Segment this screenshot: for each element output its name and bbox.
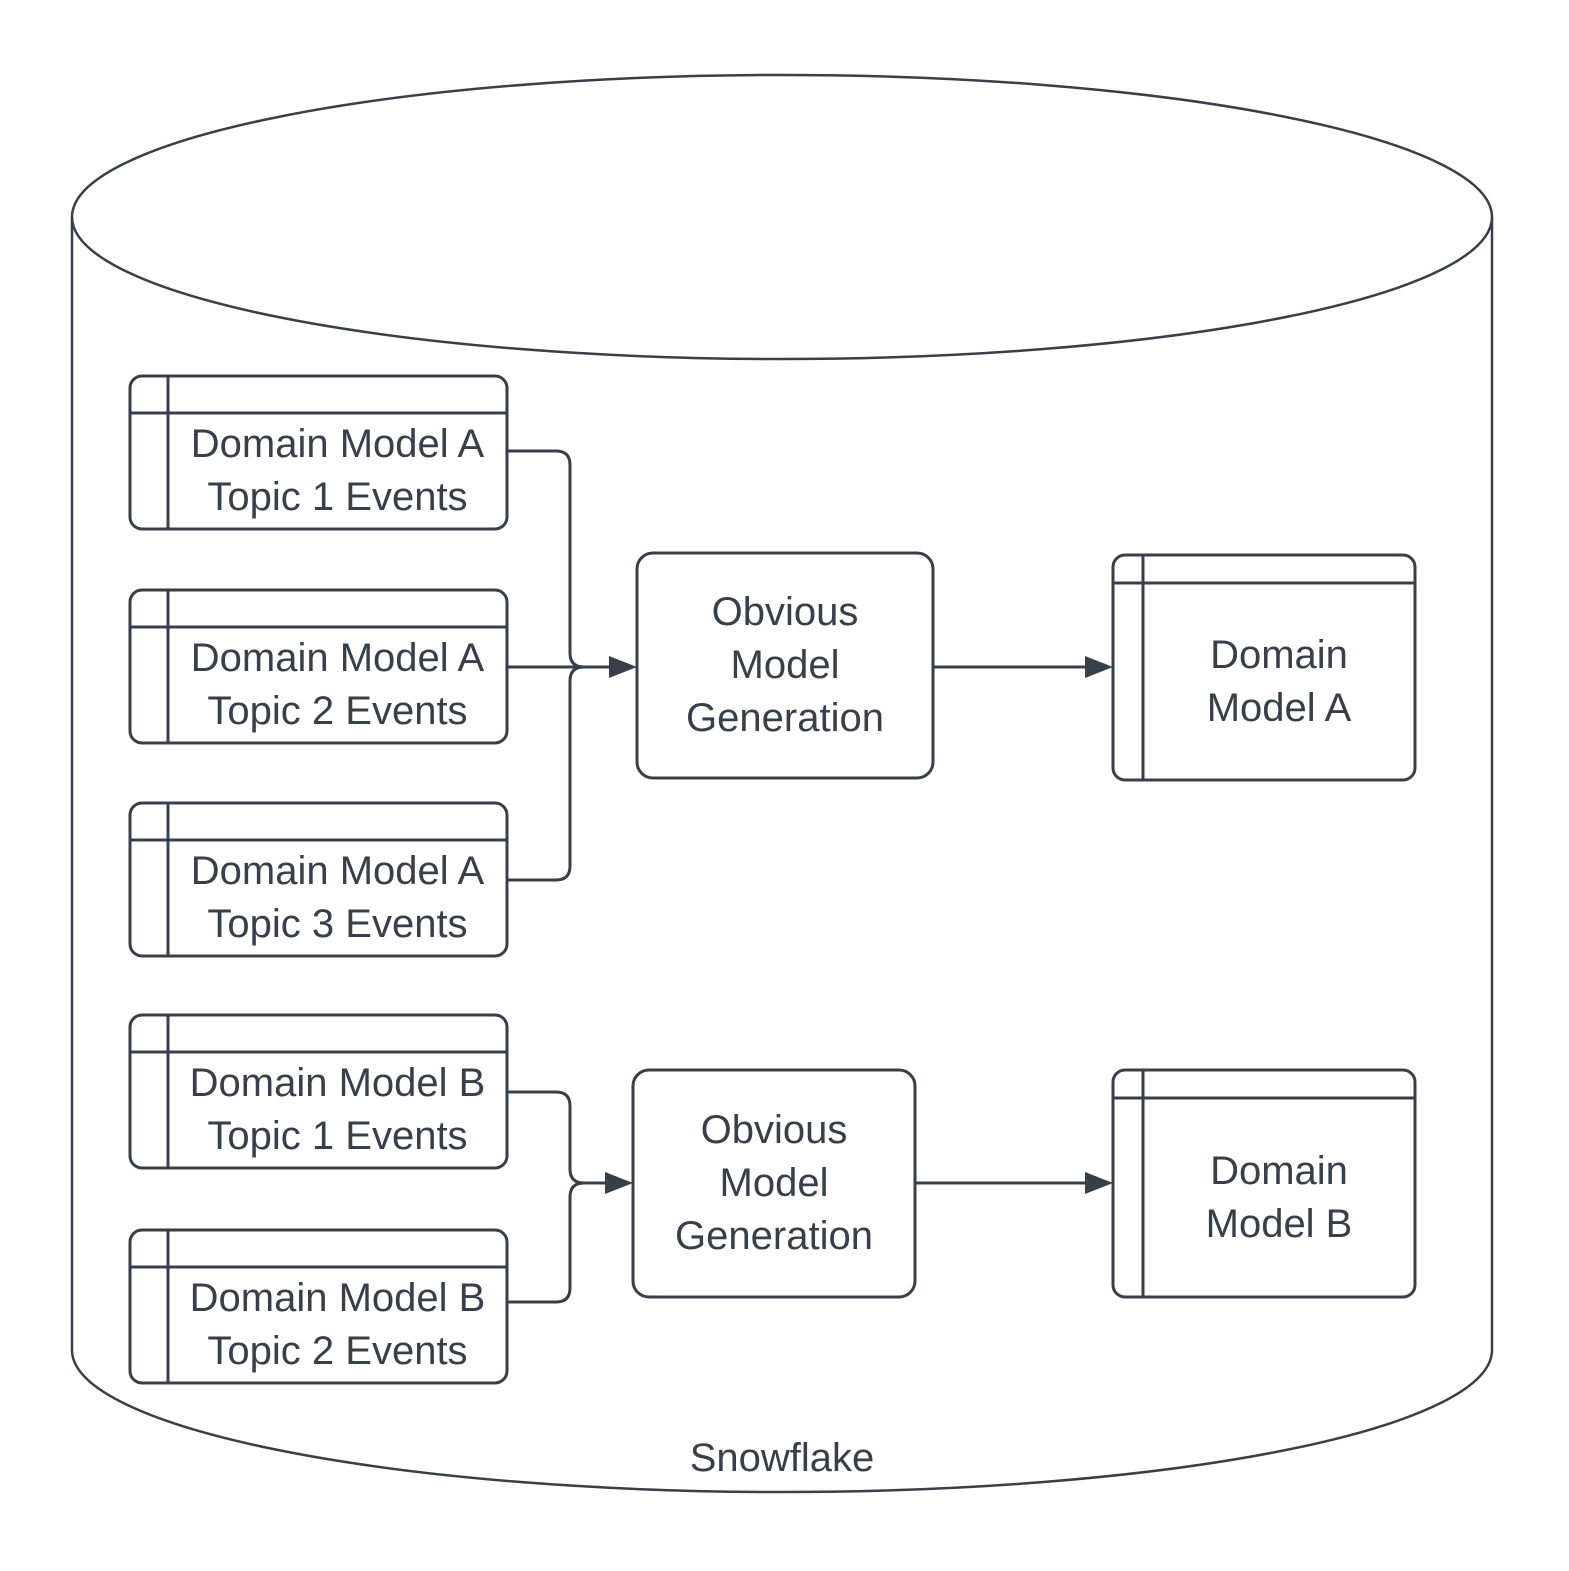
source-table-a2 bbox=[128, 588, 509, 745]
arrowhead-into-process-a bbox=[609, 656, 637, 678]
output-table-a bbox=[1111, 553, 1417, 782]
arrowhead-into-output-b bbox=[1085, 1172, 1113, 1194]
source-table-a1 bbox=[128, 374, 509, 531]
arrowhead-into-process-b bbox=[605, 1172, 633, 1194]
cylinder-body bbox=[70, 217, 1494, 1494]
snowflake-cylinder-shape bbox=[70, 73, 1494, 1494]
connector-b2-to-process bbox=[507, 1181, 585, 1304]
process-box-a bbox=[635, 551, 935, 780]
process-box-b bbox=[631, 1068, 917, 1299]
source-table-b2 bbox=[128, 1228, 509, 1385]
connector-a3-to-process bbox=[507, 665, 585, 882]
connector-a1-to-process bbox=[507, 449, 585, 669]
output-table-b bbox=[1111, 1068, 1417, 1299]
arrowhead-into-output-a bbox=[1085, 656, 1113, 678]
source-table-a3 bbox=[128, 801, 509, 958]
source-table-b1 bbox=[128, 1013, 509, 1170]
connector-b1-to-process bbox=[507, 1090, 585, 1185]
cylinder-top-ellipse bbox=[70, 73, 1494, 361]
